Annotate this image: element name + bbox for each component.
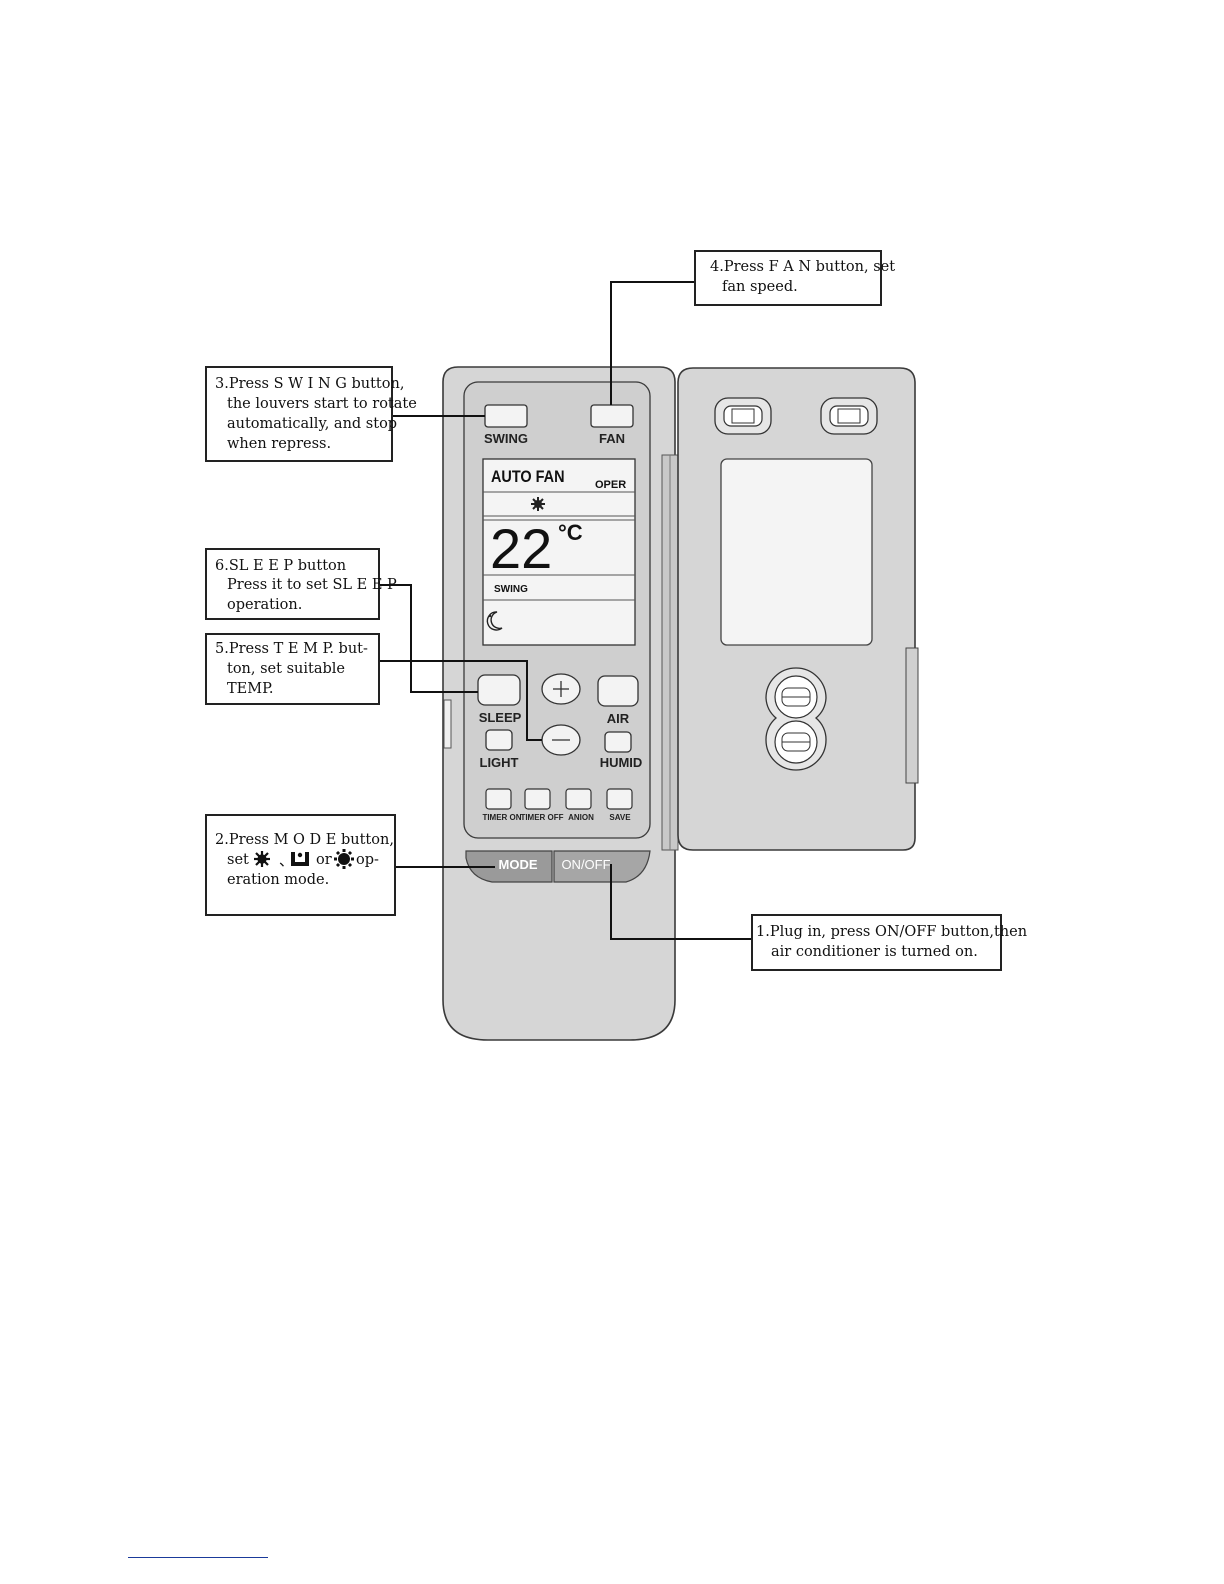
sleep-button[interactable]: [477, 674, 521, 706]
step2-separator: 、: [279, 854, 294, 870]
lcd-swing: SWING: [494, 584, 528, 595]
step6-line3: operation.: [227, 597, 302, 613]
lcd-unit: °C: [558, 520, 583, 545]
plus-icon: [553, 681, 569, 697]
lcd-oper: OPER: [595, 479, 626, 491]
lcd-temperature: 22: [490, 517, 552, 580]
timer-on-label: TIMER ON: [482, 813, 521, 822]
snowflake-icon: [531, 497, 545, 511]
callout-step6: 6.SL E E P button Press it to set SL E E…: [205, 548, 397, 620]
callout-step5: 5.Press T E M P. but- ton, set suitable …: [205, 633, 380, 705]
step2-op: op-: [356, 852, 379, 868]
moon-icon: [486, 611, 503, 631]
callout-step3: 3.Press S W I N G button, the louvers st…: [205, 366, 417, 462]
humid-button-label: HUMID: [600, 755, 643, 770]
temp-down-button[interactable]: [541, 724, 581, 756]
mode-button-label: MODE: [499, 857, 538, 872]
leader-lines: [379, 281, 752, 940]
step5-line1: 5.Press T E M P. but-: [215, 641, 368, 657]
step6-line1: 6.SL E E P button: [215, 558, 346, 574]
snowflake-icon: [254, 851, 270, 867]
step3-line4: when repress.: [227, 436, 331, 452]
lcd-auto-fan: AUTO FAN: [491, 468, 565, 486]
swing-button-label: SWING: [484, 431, 528, 446]
timer-off-label: TIMER OFF: [520, 813, 563, 822]
timer-off-button[interactable]: [524, 788, 551, 810]
step2-line3: eration mode.: [227, 872, 329, 888]
light-button-label: LIGHT: [480, 755, 519, 770]
callout-step4: 4.Press F A N button, set fan speed.: [694, 250, 895, 306]
air-button-label: AIR: [607, 711, 630, 726]
timer-on-button[interactable]: [485, 788, 512, 810]
light-button[interactable]: [485, 729, 513, 751]
footnote-rule: [128, 1557, 268, 1558]
step5-line2: ton, set suitable: [227, 661, 345, 677]
dry-droplet-icon: [291, 852, 309, 866]
step2-or: or: [316, 852, 332, 868]
step1-line2: air conditioner is turned on.: [771, 944, 978, 960]
temp-up-button[interactable]: [541, 673, 581, 705]
sleep-button-label: SLEEP: [479, 710, 522, 725]
anion-button[interactable]: [565, 788, 592, 810]
anion-label: ANION: [568, 813, 594, 822]
swing-button[interactable]: [484, 404, 528, 428]
remote-cover: [677, 367, 919, 851]
step2-line1: 2.Press M O D E button,: [215, 832, 394, 848]
sun-icon: [334, 849, 354, 869]
step2-set: set: [227, 852, 249, 868]
lcd-display: [482, 458, 636, 646]
step5-line3: TEMP.: [227, 681, 274, 697]
step3-line1: 3.Press S W I N G button,: [215, 376, 404, 392]
step1-line1: 1.Plug in, press ON/OFF button,then: [756, 924, 1027, 940]
save-button[interactable]: [606, 788, 633, 810]
callout-step2: 2.Press M O D E button, set 、 or op- era…: [205, 814, 396, 916]
fan-button[interactable]: [590, 404, 634, 428]
callout-step1: 1.Plug in, press ON/OFF button,then air …: [751, 914, 1027, 971]
mode-button[interactable]: [465, 850, 553, 883]
on-off-button[interactable]: [553, 850, 651, 883]
step3-line3: automatically, and stop: [227, 416, 397, 432]
fan-button-label: FAN: [599, 431, 625, 446]
air-button[interactable]: [597, 675, 639, 707]
on-off-button-label: ON/OFF: [561, 857, 610, 872]
humid-button[interactable]: [604, 731, 632, 753]
step4-line1: 4.Press F A N button, set: [710, 259, 895, 275]
step6-line2: Press it to set SL E E P: [227, 577, 397, 593]
step4-line2: fan speed.: [722, 279, 798, 295]
save-label: SAVE: [609, 813, 631, 822]
step3-line2: the louvers start to rotate: [227, 396, 417, 412]
